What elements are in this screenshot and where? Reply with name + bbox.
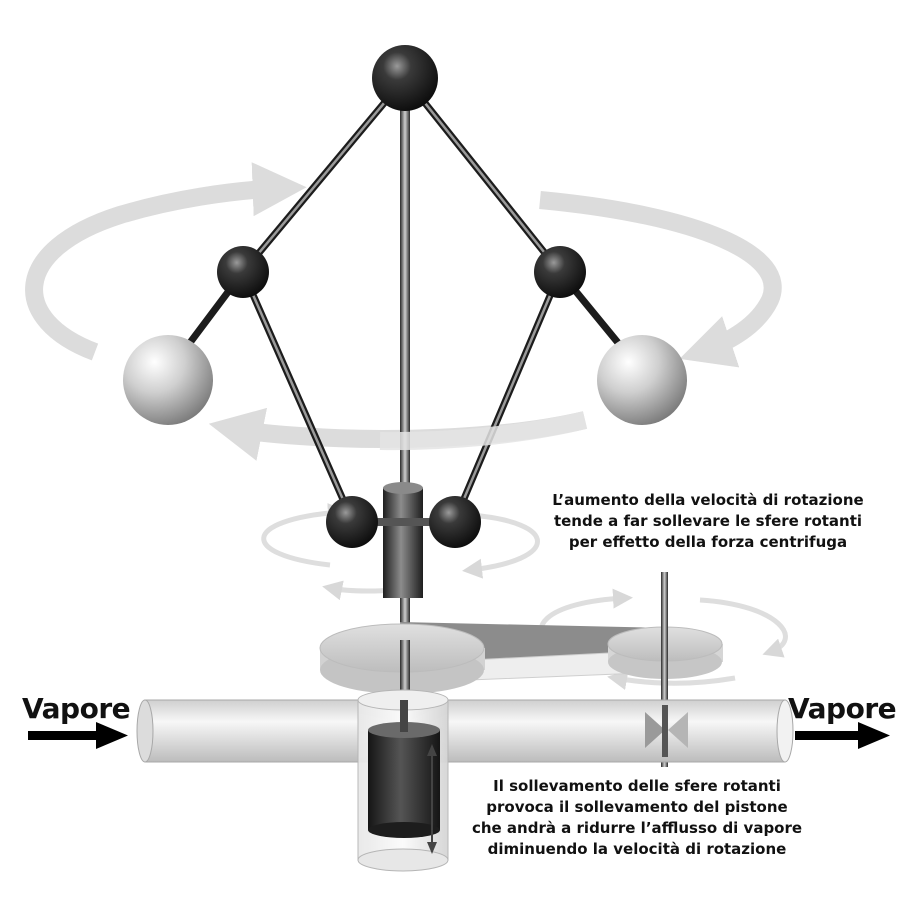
left-flyball — [123, 335, 213, 425]
centrifugal-note-line: tende a far sollevare le sfere rotanti — [553, 512, 863, 530]
piston-note-line: diminuendo la velocità di rotazione — [487, 840, 787, 858]
steam-inlet-label: Vapore — [22, 692, 131, 725]
steam-arrows — [28, 722, 890, 749]
steam-pipe — [136, 699, 794, 763]
rotation-arrow-front — [379, 411, 588, 451]
butterfly-valve — [645, 705, 688, 757]
centrifugal-note-line: L’aumento della velocità di rotazione — [552, 491, 864, 509]
centrifugal-note: L’aumento della velocità di rotazione te… — [518, 490, 898, 553]
centrifugal-note-line: per effetto della forza centrifuga — [568, 533, 848, 551]
left-sleeve-ball — [326, 496, 378, 548]
left-joint-ball — [217, 246, 269, 298]
piston-note: Il sollevamento delle sfere rotanti prov… — [452, 776, 822, 860]
right-shaft — [661, 572, 668, 767]
piston-note-line: provoca il sollevamento del pistone — [486, 798, 788, 816]
steam-outlet-label: Vapore — [788, 692, 897, 725]
right-flyball — [597, 335, 687, 425]
piston-note-line: che andrà a ridurre l’afflusso di vapore — [471, 819, 803, 837]
top-ball — [372, 45, 438, 111]
piston-cylinder — [357, 689, 449, 872]
sliding-sleeve — [360, 482, 445, 598]
central-spindle — [400, 80, 410, 640]
piston-note-line: Il sollevamento delle sfere rotanti — [493, 777, 781, 795]
right-joint-ball — [534, 246, 586, 298]
right-sleeve-ball — [429, 496, 481, 548]
